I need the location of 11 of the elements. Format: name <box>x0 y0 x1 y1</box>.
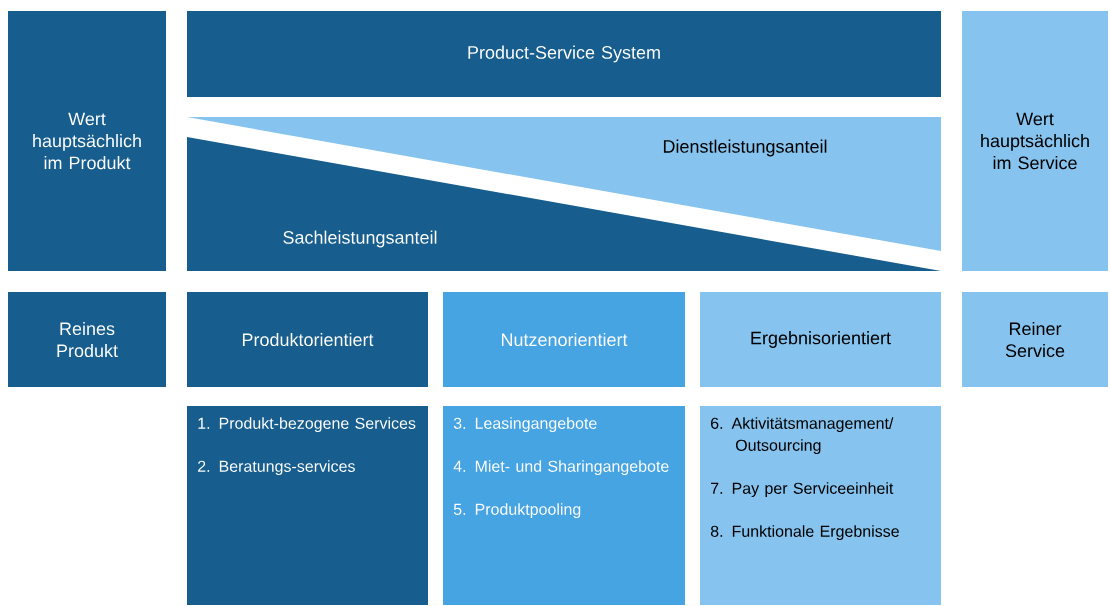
category-header: Ergebnisorientiert <box>700 292 941 387</box>
title-banner: Product-Service System <box>187 11 941 97</box>
category-box: Reiner Service <box>962 292 1108 387</box>
list-panel: 6. Aktivitätsmanagement/ Outsourcing 7. Pay per Serviceeinheit 8. Funktionale Ergebnisse <box>700 406 941 605</box>
category-box: Reines Produkt <box>8 292 166 387</box>
category-header: Nutzenorientiert <box>443 292 685 387</box>
list-panel: 1. Produkt-bezogene Services 2. Beratungs-services <box>187 406 428 605</box>
category-header: Produktorientiert <box>187 292 428 387</box>
list-panel: 3. Leasingangebote 4. Miet- und Sharingangebote 5. Produktpooling <box>443 406 685 605</box>
value-box: Wert hauptsächlich im Service <box>962 11 1108 271</box>
value-box: Wert hauptsächlich im Produkt <box>8 11 166 271</box>
